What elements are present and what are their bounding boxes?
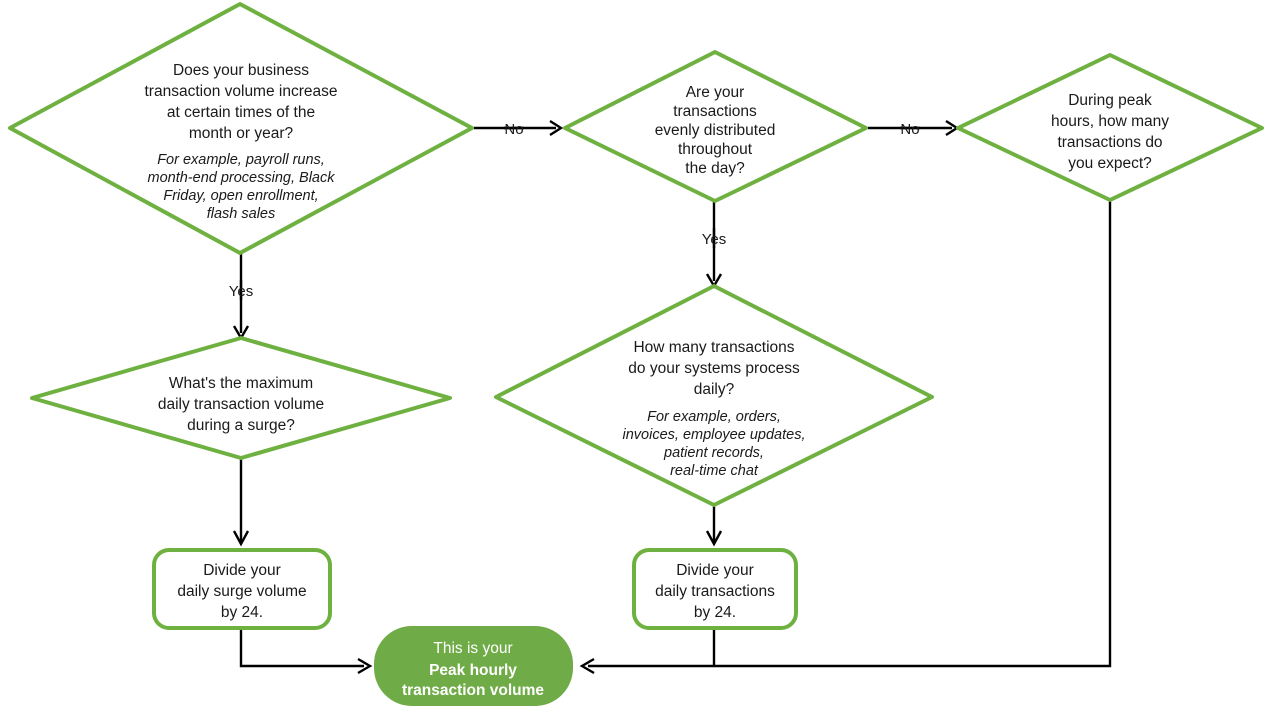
rounded-box-shape bbox=[152, 548, 332, 630]
edge-label-no-2: No bbox=[900, 121, 919, 138]
node-line: Divide your bbox=[203, 562, 281, 579]
node-line: by 24. bbox=[221, 604, 263, 621]
node-example-line: month-end processing, Black bbox=[148, 170, 336, 186]
node-line: do your systems process bbox=[628, 360, 800, 377]
node-example-line: real-time chat bbox=[670, 463, 759, 479]
arrowhead bbox=[232, 530, 250, 547]
node-q-seasonality[interactable]: Does your business transaction volume in… bbox=[8, 2, 474, 255]
node-line: transactions bbox=[673, 103, 757, 120]
edge-label-yes-1: Yes bbox=[229, 283, 253, 300]
node-line: Divide your bbox=[676, 562, 754, 579]
node-line: daily transactions bbox=[655, 583, 775, 600]
result-line: This is your bbox=[433, 640, 512, 657]
node-line: daily? bbox=[694, 381, 735, 398]
edge-max-surge-to-divide bbox=[232, 458, 250, 547]
edge-divide-surge-to-result bbox=[239, 629, 373, 675]
node-line: transaction volume increase bbox=[145, 83, 338, 100]
node-result-peak-hourly[interactable]: This is your Peak hourly transaction vol… bbox=[374, 626, 573, 706]
node-line: by 24. bbox=[694, 604, 736, 621]
node-q-even-distribution[interactable]: Are your transactions evenly distributed… bbox=[563, 50, 868, 203]
node-line: daily transaction volume bbox=[158, 396, 324, 413]
node-line: During peak bbox=[1068, 92, 1152, 109]
node-line: you expect? bbox=[1068, 155, 1152, 172]
diamond-shape bbox=[956, 53, 1264, 202]
node-line: How many transactions bbox=[633, 339, 794, 356]
node-line: Does your business bbox=[173, 62, 309, 79]
node-a-divide-daily[interactable]: Divide your daily transactions by 24. bbox=[632, 548, 798, 630]
edge-seasonality-no bbox=[474, 119, 564, 137]
diamond-shape bbox=[30, 336, 452, 460]
edge-peak-hours-to-result bbox=[579, 200, 1112, 675]
terminal-pill-shape bbox=[374, 626, 573, 706]
diamond-shape bbox=[8, 2, 474, 255]
edge-label-yes-2: Yes bbox=[702, 231, 726, 248]
node-example-line: For example, orders, bbox=[647, 409, 781, 425]
node-line: the day? bbox=[685, 160, 745, 177]
arrowhead bbox=[357, 657, 373, 675]
node-example-line: flash sales bbox=[207, 206, 276, 222]
node-line: evenly distributed bbox=[655, 122, 776, 139]
node-example-line: invoices, employee updates, bbox=[623, 427, 806, 443]
result-line-bold: Peak hourly bbox=[429, 662, 517, 679]
node-example-line: patient records, bbox=[663, 445, 764, 461]
node-q-max-surge[interactable]: What's the maximum daily transaction vol… bbox=[30, 336, 452, 460]
edge-daily-volume-to-divide bbox=[705, 505, 723, 547]
node-line: month or year? bbox=[189, 125, 294, 142]
node-q-peak-hours[interactable]: During peak hours, how many transactions… bbox=[956, 53, 1264, 202]
diamond-shape bbox=[563, 50, 868, 203]
node-line: What's the maximum bbox=[169, 375, 313, 392]
edge-line bbox=[239, 629, 364, 668]
node-example-line: Friday, open enrollment, bbox=[163, 188, 318, 204]
edge-line bbox=[588, 200, 1112, 668]
node-q-daily-volume[interactable]: How many transactions do your systems pr… bbox=[494, 284, 934, 507]
node-line: during a surge? bbox=[187, 417, 295, 434]
node-line: daily surge volume bbox=[177, 583, 306, 600]
arrowhead bbox=[549, 119, 564, 137]
arrowhead bbox=[705, 530, 723, 547]
result-line-bold: transaction volume bbox=[402, 682, 544, 699]
node-line: hours, how many bbox=[1051, 113, 1169, 130]
node-a-divide-surge[interactable]: Divide your daily surge volume by 24. bbox=[152, 548, 332, 630]
node-line: transactions do bbox=[1057, 134, 1162, 151]
node-example-line: For example, payroll runs, bbox=[157, 152, 325, 168]
arrowhead bbox=[579, 657, 595, 675]
node-line: at certain times of the bbox=[167, 104, 315, 121]
rounded-box-shape bbox=[632, 548, 798, 630]
diamond-shape bbox=[494, 284, 934, 507]
edge-label-no-1: No bbox=[504, 121, 523, 138]
node-line: Are your bbox=[686, 84, 745, 101]
node-line: throughout bbox=[678, 141, 753, 158]
